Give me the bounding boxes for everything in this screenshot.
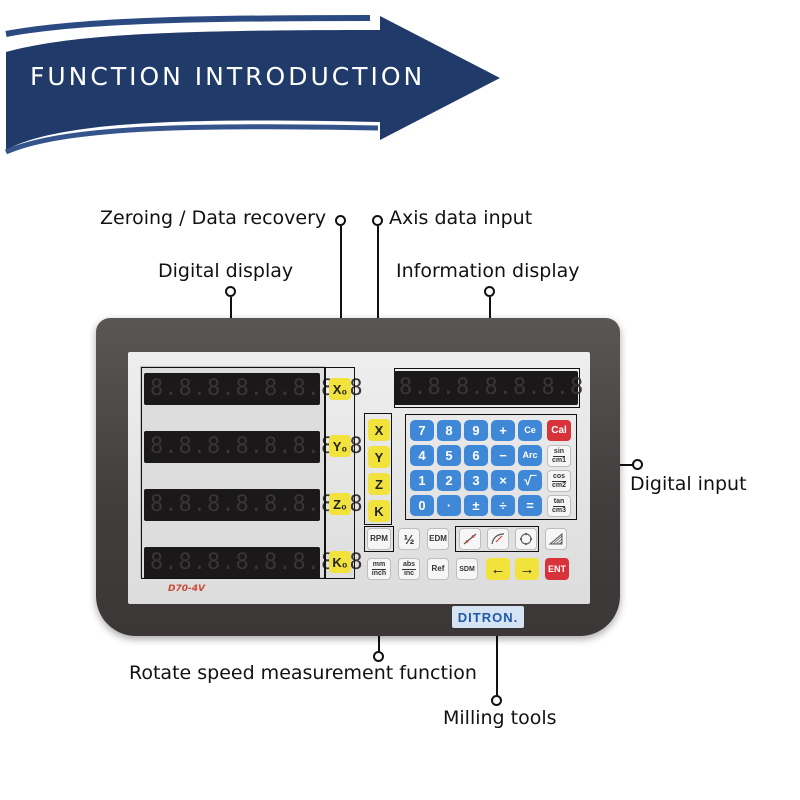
highlight-box-axis-keys [364,413,392,525]
key-divide[interactable]: ÷ [491,495,515,516]
label-digital-display: Digital display [158,260,294,282]
key-ce[interactable]: Ce [518,420,542,441]
highlight-box-display [141,367,325,579]
pointer-dot [484,286,495,297]
model-label: D70-4V [168,584,205,594]
edm-button[interactable]: EDM [427,528,449,550]
zero-x-button[interactable]: X₀ [329,378,351,400]
axis-display-k: 8.8.8.8.8.8.8.8 [144,547,363,579]
key-plusminus[interactable]: ± [464,495,488,516]
arc-tool-icon [491,533,505,545]
sdm-button[interactable]: SDM [456,558,478,580]
axis-x-button[interactable]: X [368,419,390,441]
highlight-box-zero-keys [325,367,355,579]
key-1[interactable]: 1 [410,470,434,491]
key-sqrt[interactable]: √‾ [518,470,542,491]
line-hole-button[interactable] [459,528,481,550]
axis-k-button[interactable]: K [368,500,390,522]
label-zeroing: Zeroing / Data recovery [100,207,327,229]
key-2[interactable]: 2 [437,470,461,491]
slope-button[interactable] [545,528,567,550]
banner: FUNCTION INTRODUCTION [0,0,520,180]
key-9[interactable]: 9 [464,420,488,441]
pointer-dot [372,215,383,226]
arc-tool-button[interactable] [487,528,509,550]
axis-display-x: 8.8.8.8.8.8.8.8 [144,373,363,405]
label-rpm: Rotate speed measurement function [129,662,477,684]
key-equals[interactable]: = [518,495,542,516]
key-0[interactable]: 0 [410,495,434,516]
rpm-button[interactable]: RPM [367,528,391,550]
label-digital-input: Digital input [630,473,747,495]
line-hole-icon [463,533,477,545]
slope-icon [548,532,563,545]
pointer-dot [335,215,346,226]
key-8[interactable]: 8 [437,420,461,441]
zero-y-button[interactable]: Y₀ [329,435,351,457]
key-6[interactable]: 6 [464,445,488,466]
ref-button[interactable]: Ref [427,558,449,580]
pointer-dot [491,695,502,706]
zero-k-button[interactable]: K₀ [329,551,351,573]
key-7[interactable]: 7 [410,420,434,441]
axis-display-z: 8.8.8.8.8.8.8.8 [144,489,363,521]
left-arrow-button[interactable]: ← [486,558,510,580]
key-dot[interactable]: · [437,495,461,516]
highlight-box-milling [455,526,539,552]
axis-display-y: 8.8.8.8.8.8.8.8 [144,431,363,463]
pointer-dot [632,459,643,470]
half-button[interactable]: ½ [398,528,420,550]
banner-arrow-icon [4,15,500,155]
key-minus[interactable]: − [491,445,515,466]
key-5[interactable]: 5 [437,445,461,466]
axis-y-button[interactable]: Y [368,446,390,468]
banner-title: FUNCTION INTRODUCTION [30,62,426,91]
zero-z-button[interactable]: Z₀ [329,493,351,515]
bolt-circle-button[interactable] [515,528,537,550]
pointer-dot [225,286,236,297]
label-milling: Milling tools [443,707,557,729]
pointer-dot [373,651,384,662]
leader-line [340,226,342,366]
key-multiply[interactable]: × [491,470,515,491]
right-arrow-button[interactable]: → [515,558,539,580]
label-axis-input: Axis data input [389,207,533,229]
highlight-box-rpm [364,526,394,552]
highlight-box-keypad [405,414,577,520]
brand-logo: DITRON. [452,606,524,628]
key-plus[interactable]: + [491,420,515,441]
axis-z-button[interactable]: Z [368,473,390,495]
key-cal[interactable]: Cal [547,420,571,441]
bolt-circle-icon [519,532,533,546]
ent-button[interactable]: ENT [545,558,569,580]
label-info-display: Information display [396,260,580,282]
info-display: 8.8.8.8.8.8.8 [394,371,583,405]
key-3[interactable]: 3 [464,470,488,491]
key-arc[interactable]: Arc [518,445,542,466]
key-4[interactable]: 4 [410,445,434,466]
